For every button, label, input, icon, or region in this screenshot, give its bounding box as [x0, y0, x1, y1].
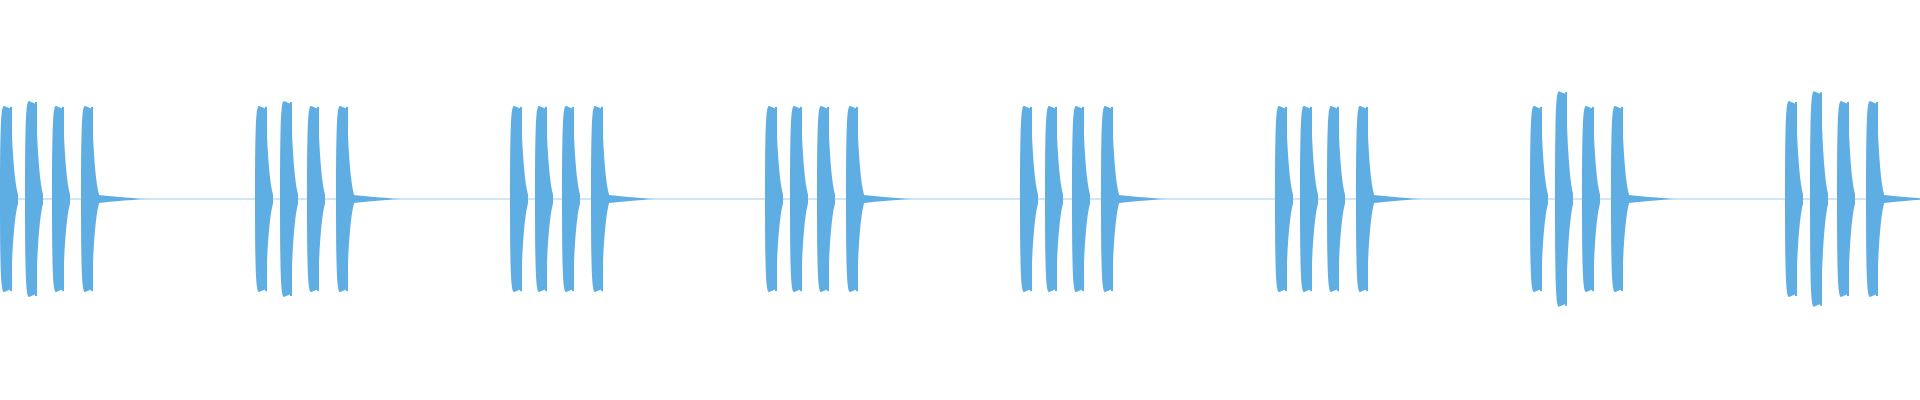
waveform-burst [280, 101, 298, 297]
waveform-burst [510, 105, 528, 293]
waveform-burst [846, 105, 864, 293]
waveform-burst [1866, 101, 1884, 297]
waveform-decay-tail [99, 195, 147, 203]
waveform-burst-group [1785, 91, 1920, 307]
waveform-burst [1327, 105, 1345, 293]
waveform-burst-group [255, 101, 402, 297]
waveform-burst-group [1530, 91, 1677, 307]
waveform-burst [790, 105, 808, 293]
waveform-burst [591, 105, 609, 293]
waveform-burst [1300, 105, 1318, 293]
waveform-burst [1837, 101, 1855, 297]
waveform-burst [1020, 105, 1038, 293]
waveform-burst-group [1020, 105, 1167, 293]
waveform-burst [255, 105, 273, 293]
waveform-bursts [0, 91, 1920, 307]
waveform-burst [535, 105, 553, 293]
waveform-burst [1072, 105, 1090, 293]
waveform-burst-group [510, 105, 657, 293]
waveform-burst [1785, 101, 1803, 297]
waveform-burst [1530, 105, 1548, 293]
waveform-decay-tail [1629, 195, 1677, 203]
waveform-burst [1582, 105, 1600, 293]
waveform-burst [81, 105, 99, 293]
waveform-burst [1810, 91, 1828, 307]
waveform-burst [1356, 105, 1374, 293]
waveform-burst [562, 105, 580, 293]
waveform-burst [0, 105, 18, 293]
waveform-burst [25, 101, 43, 297]
waveform-burst [1101, 105, 1119, 293]
waveform-decay-tail [609, 195, 657, 203]
waveform-burst-group [1275, 105, 1422, 293]
waveform-burst [1045, 105, 1063, 293]
waveform-burst [765, 105, 783, 293]
waveform-burst [1275, 105, 1293, 293]
waveform-burst [336, 105, 354, 293]
waveform-burst [1611, 105, 1629, 293]
waveform-decay-tail [354, 195, 402, 203]
waveform-burst [52, 105, 70, 293]
waveform-decay-tail [864, 195, 912, 203]
waveform-burst [307, 105, 325, 293]
waveform-burst [817, 105, 835, 293]
waveform-burst-group [0, 101, 147, 297]
waveform-decay-tail [1884, 195, 1920, 203]
waveform-burst-group [765, 105, 912, 293]
waveform-decay-tail [1374, 195, 1422, 203]
waveform-decay-tail [1119, 195, 1167, 203]
waveform-burst [1555, 91, 1573, 307]
